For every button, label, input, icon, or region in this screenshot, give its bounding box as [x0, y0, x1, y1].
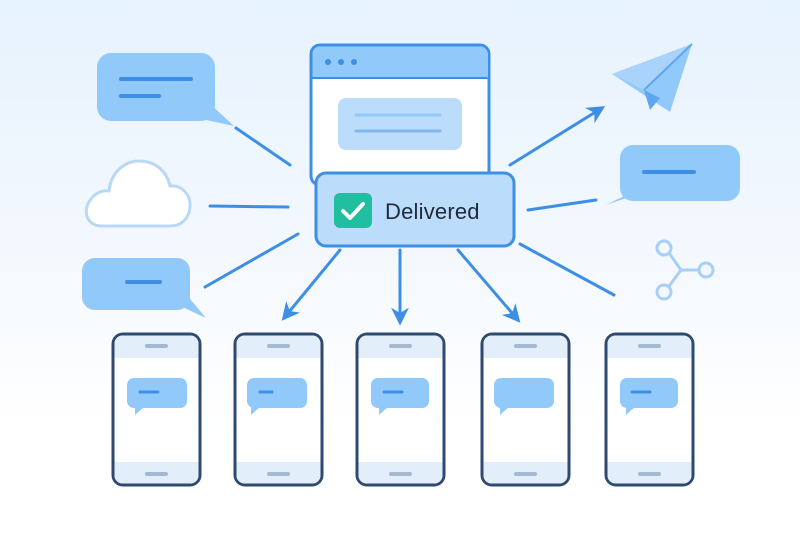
speech-bubble-icon	[97, 53, 234, 126]
paper-plane-icon	[612, 43, 693, 112]
smartphone-icon	[480, 332, 571, 487]
cloud-icon	[84, 159, 192, 228]
speech-bubble-icon	[606, 145, 740, 205]
connector-line	[208, 204, 290, 209]
arrow-icon	[508, 106, 606, 167]
arrow-icon	[456, 248, 521, 323]
checkmark-icon	[334, 193, 372, 228]
delivered-badge	[314, 171, 516, 248]
share-icon	[655, 239, 715, 301]
delivered-label: Delivered	[385, 199, 480, 224]
arrow-icon	[281, 248, 342, 321]
connector-line	[203, 232, 300, 289]
smartphone-icon	[604, 332, 695, 487]
connector-line	[234, 126, 292, 167]
smartphone-icon	[355, 332, 446, 487]
connector-line	[526, 198, 598, 212]
browser-window-icon	[309, 43, 491, 187]
smartphone-icon	[111, 332, 202, 487]
smartphone-icon	[233, 332, 324, 487]
connector-line	[518, 242, 616, 297]
speech-bubble-icon	[82, 258, 206, 318]
